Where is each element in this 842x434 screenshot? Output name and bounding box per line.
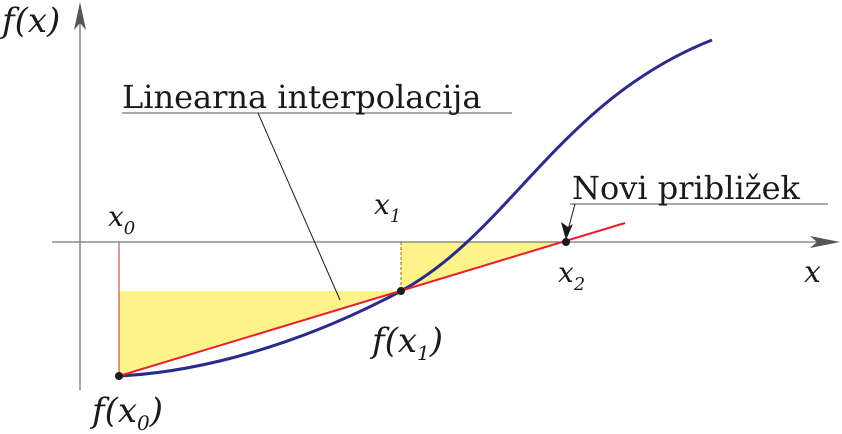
point-fx0 xyxy=(115,372,123,380)
x-axis-arrow-icon xyxy=(810,236,840,248)
fx0-label: f(x0) xyxy=(89,391,163,434)
y-axis-label: f(x) xyxy=(0,1,60,41)
point-x2 xyxy=(562,238,570,246)
x1-label: x1 xyxy=(374,188,401,227)
secant-line xyxy=(118,222,626,377)
function-curve xyxy=(118,38,713,378)
point-fx1 xyxy=(397,287,405,295)
new-approximation-label: Novi približek xyxy=(572,169,801,207)
new-approximation-leader xyxy=(567,203,576,231)
fx1-label: f(x1) xyxy=(369,321,443,365)
linear-interpolation-leader xyxy=(257,112,341,301)
x-axis-label: x xyxy=(804,255,821,290)
new-approximation-arrow-icon xyxy=(561,222,573,240)
linear-interpolation-label: Linearna interpolacija xyxy=(122,78,481,116)
y-axis-arrow-icon xyxy=(74,2,86,30)
x0-label: x0 xyxy=(108,200,135,239)
x2-label: x2 xyxy=(558,256,585,295)
